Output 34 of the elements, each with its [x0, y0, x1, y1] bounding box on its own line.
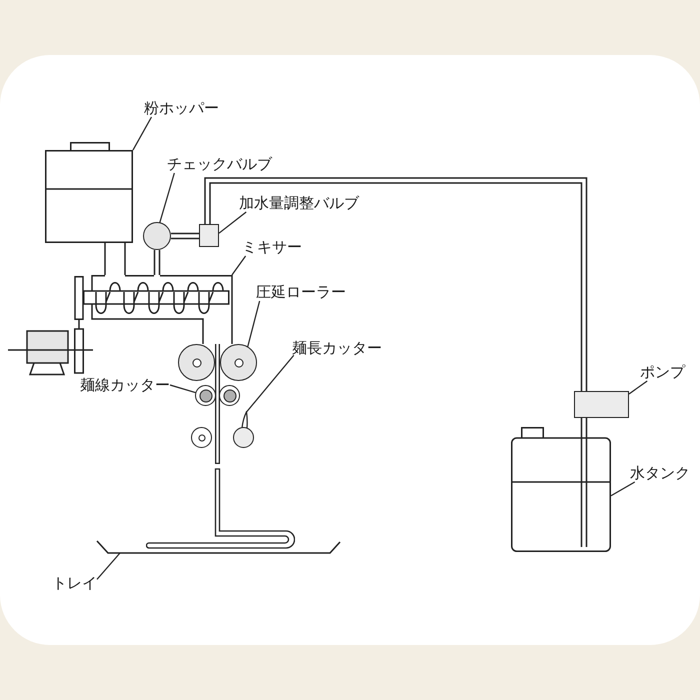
leader-line: [247, 300, 260, 347]
folded-noodle-strand: [146, 468, 295, 549]
part-label: トレイ: [52, 574, 97, 592]
part-label: 粉ホッパー: [144, 99, 219, 117]
leader-line: [218, 212, 247, 234]
leader-line: [610, 481, 636, 496]
noodle-strand: [215, 344, 220, 464]
pump: [574, 391, 629, 418]
mixer: [83, 275, 233, 344]
leader-line: [170, 384, 196, 394]
part-label: 水タンク: [630, 464, 690, 482]
part-label: 加水量調整バルブ: [239, 194, 359, 212]
hopper: [45, 142, 133, 243]
leader-line: [96, 552, 120, 580]
part-label: 圧延ローラー: [256, 283, 346, 301]
part-label: ポンプ: [640, 363, 685, 381]
leader-line: [231, 256, 246, 276]
part-label: 麺線カッター: [80, 376, 170, 394]
tray: [96, 540, 341, 554]
part-label: ミキサー: [242, 238, 302, 256]
pipe: [580, 418, 588, 438]
part-label: チェックバルブ: [167, 155, 272, 173]
leader-line: [628, 380, 648, 394]
pipe: [154, 250, 160, 275]
leader-line: [159, 172, 175, 223]
water-adjust-valve: [199, 224, 219, 247]
part-label: 麺長カッター: [292, 339, 382, 357]
pipe: [204, 177, 588, 391]
water-tank: [511, 427, 611, 552]
pipe: [104, 243, 126, 275]
cutter-blade: [241, 411, 248, 428]
leader-line: [246, 354, 294, 412]
pipe: [171, 232, 199, 240]
leader-line: [132, 116, 152, 150]
